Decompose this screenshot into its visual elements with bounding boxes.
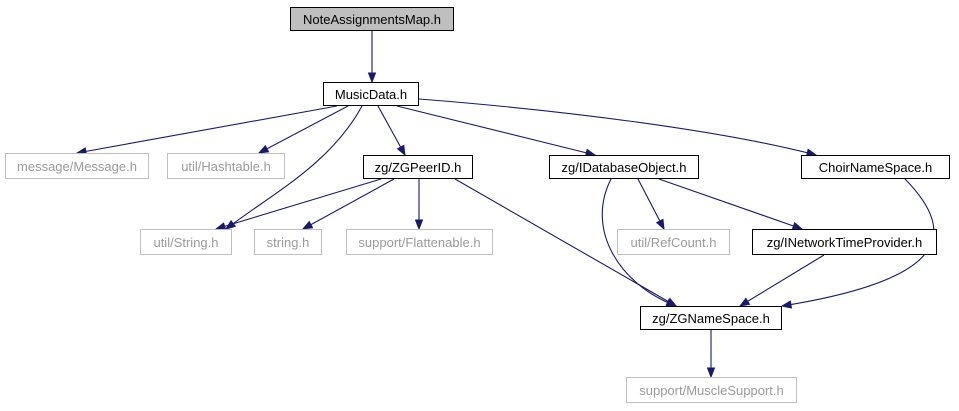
node-inetwork-time-provider[interactable]: zg/INetworkTimeProvider.h: [752, 229, 937, 255]
node-string-h[interactable]: string.h: [254, 229, 322, 255]
arrowhead-choirns-to-zgns: [780, 300, 793, 309]
edge-inettime-to-zgns: [739, 254, 825, 307]
edge-zgpeerid-to-string-h: [302, 178, 395, 230]
node-refcount[interactable]: util/RefCount.h: [617, 229, 730, 255]
arrowhead-idbobject-to-refcount: [655, 218, 665, 231]
arrowhead-root-to-musicdata: [367, 72, 377, 84]
node-idatabase-object[interactable]: zg/IDatabaseObject.h: [549, 155, 699, 179]
node-music-data[interactable]: MusicData.h: [323, 82, 419, 106]
edge-musicdata-to-choirns: [418, 98, 817, 156]
arrowhead-musicdata-to-zgpeerid: [396, 144, 406, 157]
node-note-assignments-map[interactable]: NoteAssignmentsMap.h: [290, 7, 454, 31]
arrowhead-zgpeerid-to-string-h: [301, 220, 314, 230]
edge-musicdata-to-message: [76, 105, 338, 154]
edge-musicdata-to-idbobject: [396, 105, 596, 156]
node-message[interactable]: message/Message.h: [5, 153, 149, 179]
edge-musicdata-to-util-string: [225, 105, 363, 230]
node-hashtable[interactable]: util/Hashtable.h: [167, 153, 285, 179]
edge-zgpeerid-to-util-string: [215, 178, 382, 230]
arrowhead-zgpeerid-to-flattenable: [414, 219, 424, 231]
node-flattenable[interactable]: support/Flattenable.h: [346, 229, 493, 255]
arrowhead-zgns-to-muscle: [706, 367, 716, 379]
node-util-string[interactable]: util/String.h: [140, 229, 232, 255]
node-zg-namespace[interactable]: zg/ZGNameSpace.h: [640, 306, 782, 330]
node-choir-namespace[interactable]: ChoirNameSpace.h: [801, 155, 950, 179]
arrowhead-idbobject-to-zgns: [665, 298, 678, 307]
edge-idbobject-to-zgns: [601, 178, 677, 307]
arrowhead-inettime-to-zgns: [738, 297, 751, 307]
arrowhead-musicdata-to-hashtable: [257, 144, 270, 154]
edge-idbobject-to-inettime: [658, 178, 803, 230]
edge-musicdata-to-hashtable: [258, 105, 349, 154]
node-muscle-support[interactable]: support/MuscleSupport.h: [626, 377, 797, 403]
node-zg-peer-id[interactable]: zg/ZGPeerID.h: [363, 155, 473, 179]
